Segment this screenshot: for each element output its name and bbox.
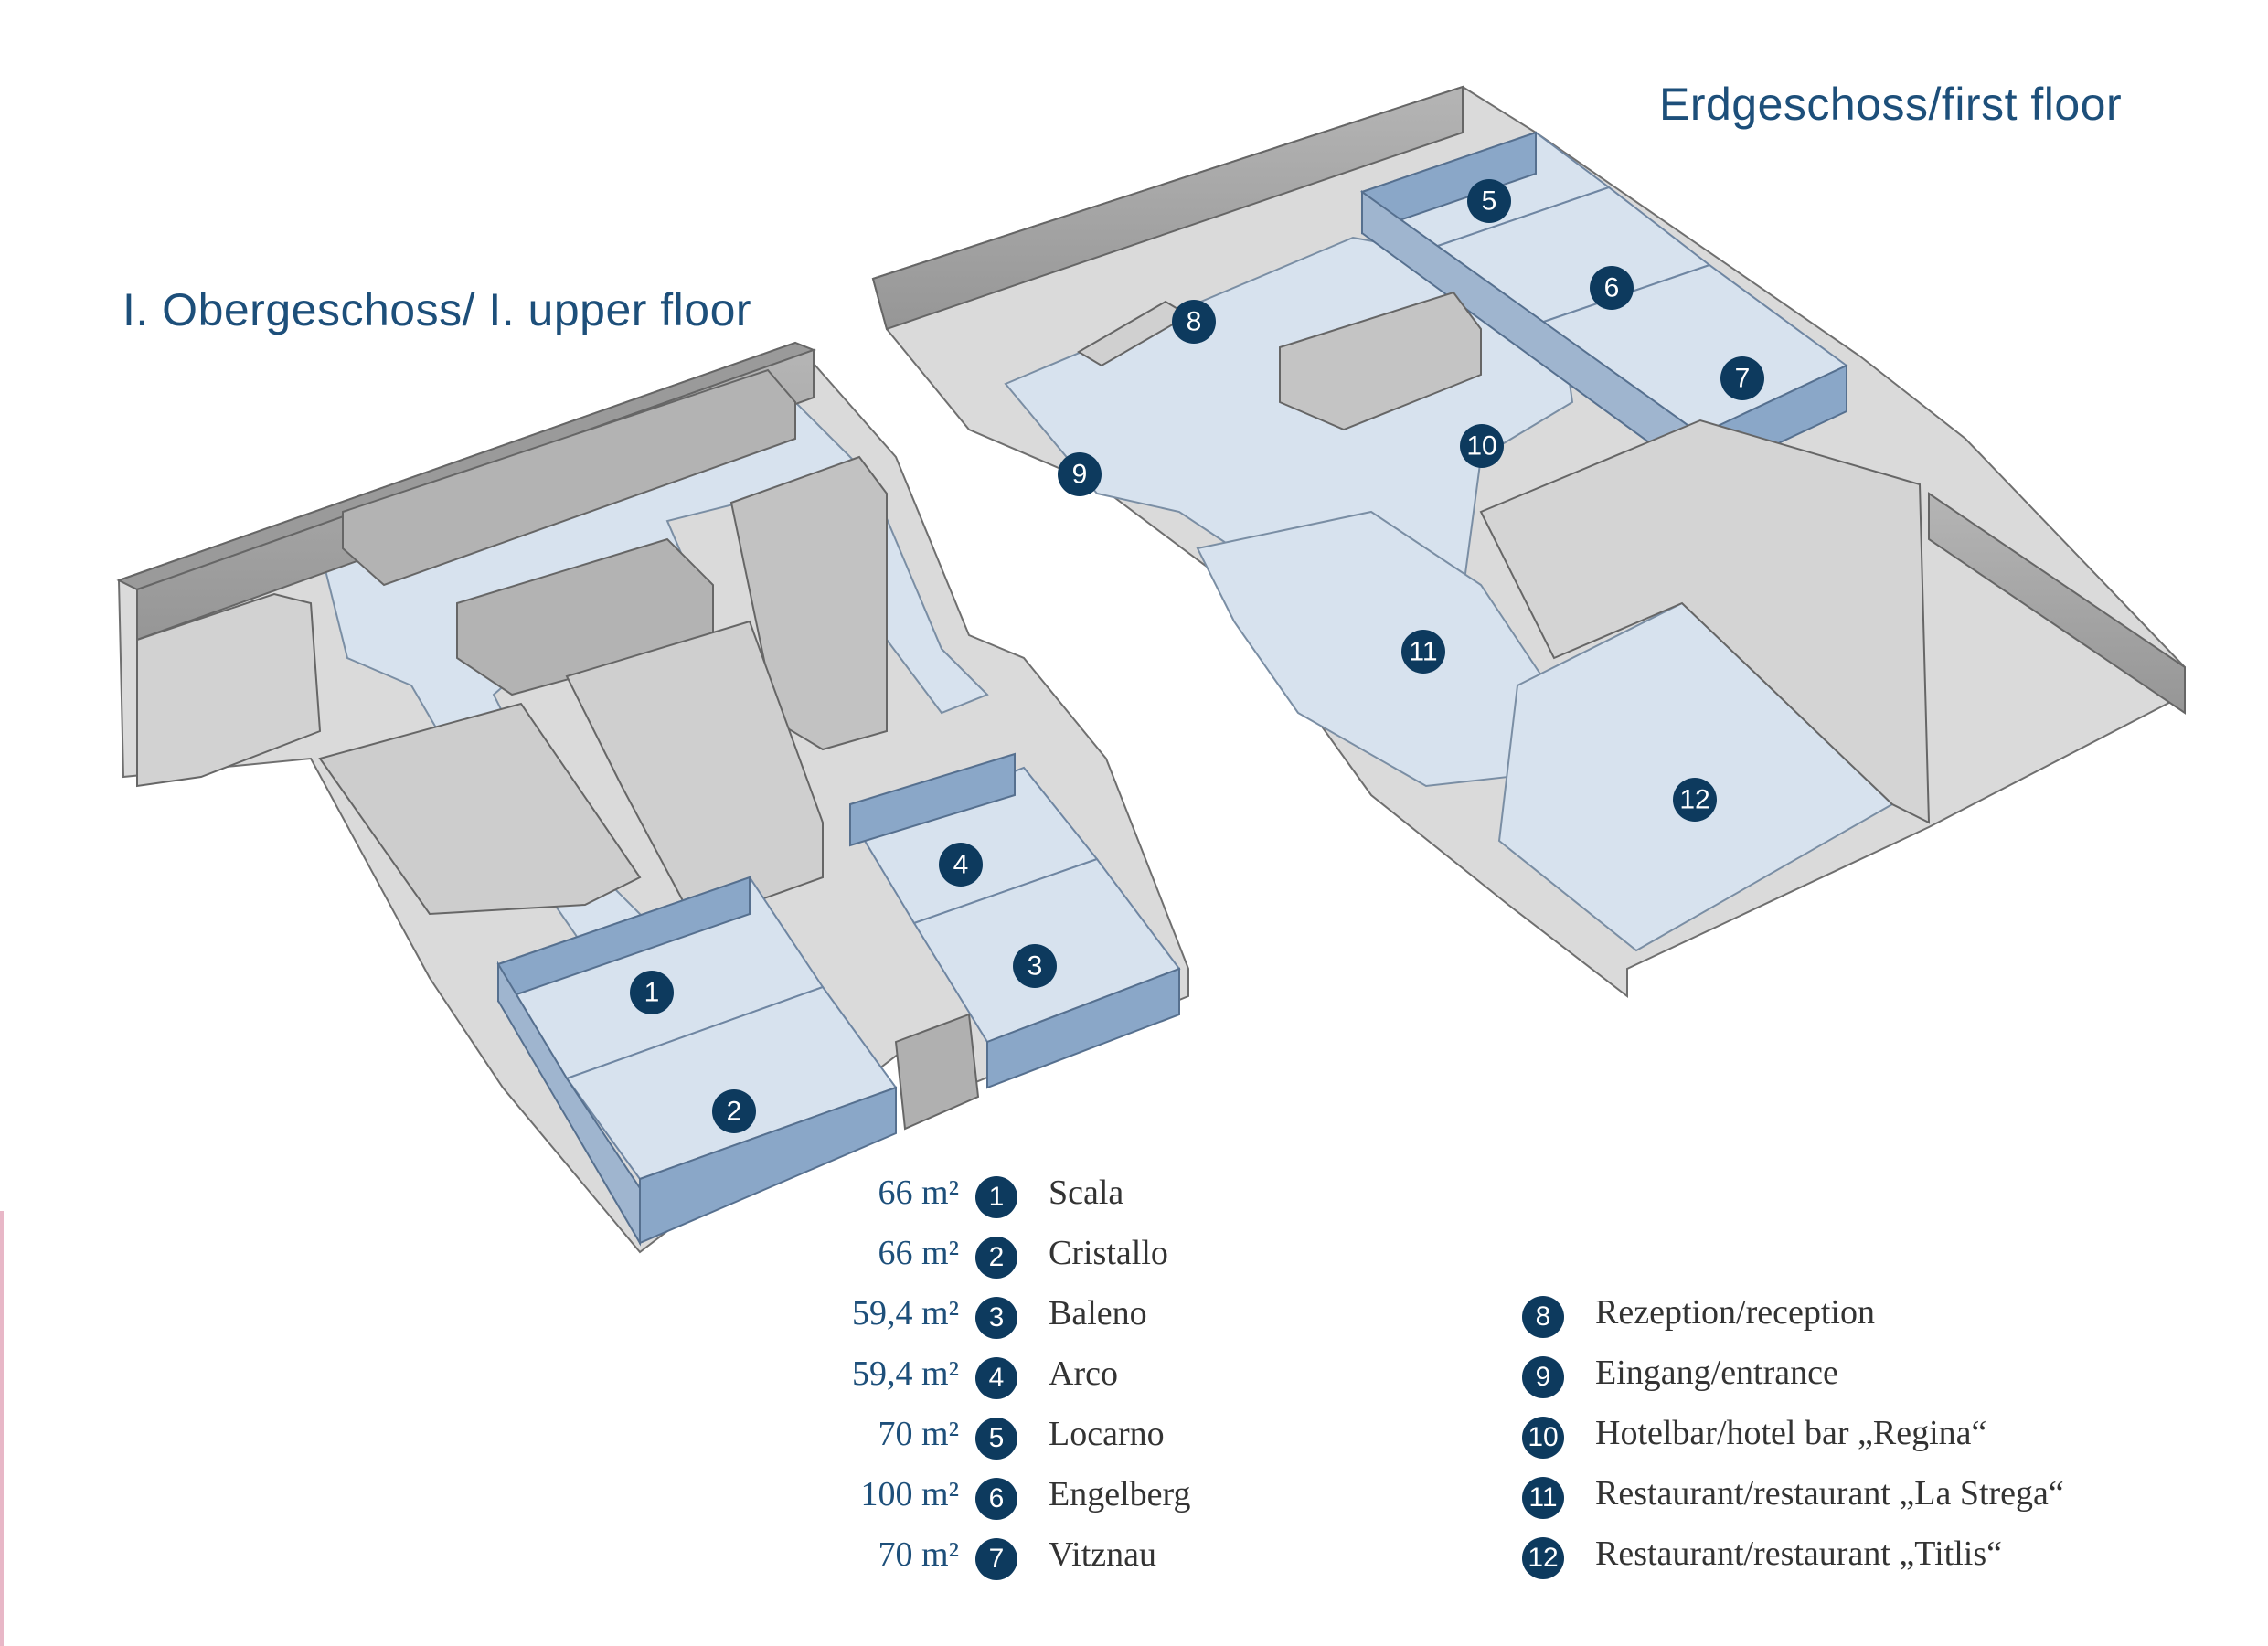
- legend-room-area: 70 m²: [878, 1535, 959, 1574]
- marker-10: 10: [1460, 424, 1504, 468]
- legend-number: 4: [975, 1357, 1017, 1399]
- ground-bar-block: [1279, 291, 1482, 431]
- ground-restaurant-12-floor: [1497, 601, 1894, 952]
- svg-text:5: 5: [1482, 186, 1497, 217]
- ground-floor-title: Erdgeschoss/first floor: [1659, 79, 2123, 130]
- svg-text:6: 6: [1604, 273, 1620, 303]
- legend-number: 6: [975, 1478, 1017, 1520]
- svg-text:9: 9: [1072, 460, 1088, 490]
- svg-text:4: 4: [953, 850, 969, 880]
- room-3-front-wall: [986, 967, 1180, 1089]
- upper-stair-block: [894, 1013, 980, 1131]
- legend-number: 11: [1522, 1477, 1564, 1519]
- ground-right-block: [1479, 419, 1931, 824]
- marker-5: 5: [1467, 179, 1511, 223]
- svg-text:11: 11: [1409, 637, 1437, 667]
- marker-12: 12: [1673, 778, 1717, 822]
- marker-9: 9: [1058, 452, 1102, 496]
- legend-room-area: 59,4 m²: [852, 1354, 959, 1393]
- legend-room-area: 66 m²: [878, 1234, 959, 1272]
- svg-text:3: 3: [1028, 951, 1043, 982]
- legend-room-name: Baleno: [1049, 1294, 1147, 1333]
- legend-place-name: Eingang/entrance: [1595, 1354, 1838, 1392]
- legend-room-area: 70 m²: [878, 1415, 959, 1453]
- upper-floor-plan: [116, 341, 1189, 1254]
- legend-number: 3: [975, 1297, 1017, 1339]
- svg-text:8: 8: [1187, 307, 1202, 337]
- legend-number: 9: [1522, 1356, 1564, 1398]
- ground-right-wall: [1928, 492, 2186, 715]
- upper-block-d: [565, 620, 824, 925]
- legend-room-name: Engelberg: [1049, 1475, 1191, 1513]
- marker-6: 6: [1590, 266, 1634, 310]
- room-4-wall: [849, 752, 1016, 847]
- svg-text:10: 10: [1466, 431, 1496, 462]
- svg-text:1: 1: [644, 978, 660, 1008]
- upper-block-e: [318, 702, 642, 916]
- svg-text:2: 2: [727, 1097, 742, 1127]
- legend-room-area: 59,4 m²: [852, 1294, 959, 1333]
- legend-number: 12: [1522, 1537, 1564, 1579]
- legend-number: 10: [1522, 1417, 1564, 1459]
- legend-room-name: Vitznau: [1049, 1535, 1157, 1574]
- legend-number: 5: [975, 1418, 1017, 1460]
- legend-place-name: Restaurant/restaurant „Titlis“: [1595, 1534, 2002, 1573]
- legend-room-name: Locarno: [1049, 1415, 1165, 1453]
- marker-2: 2: [712, 1089, 756, 1133]
- marker-3: 3: [1013, 944, 1057, 988]
- upper-block-a: [342, 368, 796, 587]
- legend-room-area: 66 m²: [878, 1173, 959, 1212]
- legend-room-name: Scala: [1049, 1173, 1124, 1212]
- room-1-2-side-wall: [497, 961, 641, 1247]
- legend-room-area: 100 m²: [860, 1475, 959, 1513]
- legend-room-name: Cristallo: [1049, 1234, 1168, 1272]
- svg-text:7: 7: [1735, 364, 1751, 394]
- legend-room-name: Arco: [1049, 1354, 1118, 1393]
- legend-place-name: Hotelbar/hotel bar „Regina“: [1595, 1414, 1987, 1452]
- marker-11: 11: [1401, 630, 1445, 674]
- marker-1: 1: [630, 971, 674, 1014]
- legend-number: 2: [975, 1237, 1017, 1279]
- legend-number: 7: [975, 1538, 1017, 1580]
- marker-7: 7: [1720, 356, 1764, 400]
- upper-floor-title: I. Obergeschoss/ I. upper floor: [122, 284, 752, 335]
- legend-place-name: Rezeption/reception: [1595, 1293, 1875, 1332]
- legend-number: 8: [1522, 1296, 1564, 1338]
- svg-text:12: 12: [1679, 785, 1709, 815]
- legend-place-name: Restaurant/restaurant „La Strega“: [1595, 1474, 2064, 1513]
- marker-4: 4: [939, 843, 983, 887]
- marker-8: 8: [1172, 300, 1216, 344]
- ground-outer-wall: [871, 85, 1464, 331]
- legend-number: 1: [975, 1176, 1017, 1218]
- upper-left-room: [136, 592, 322, 788]
- page-edge-accent: [0, 1211, 4, 1646]
